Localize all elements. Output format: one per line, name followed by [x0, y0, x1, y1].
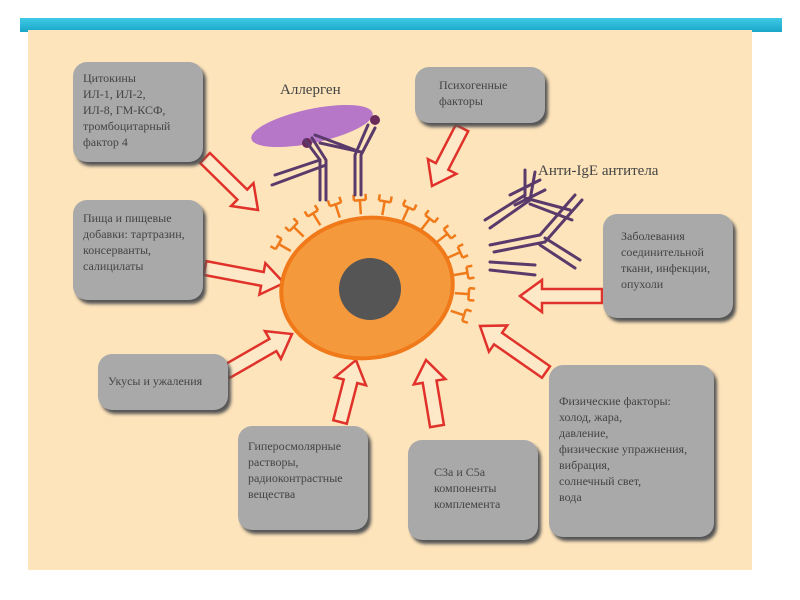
anti-ige-label: Анти-IgE антитела: [538, 163, 659, 179]
receptor: [269, 234, 292, 253]
arrow: [517, 277, 604, 315]
receptor: [450, 308, 472, 324]
arrow: [478, 324, 552, 380]
slide-top-bar: [20, 18, 782, 32]
receptor: [377, 194, 393, 216]
receptor: [326, 196, 343, 219]
receptor: [401, 199, 418, 221]
box-psychogenic: Психогенные факторы: [415, 67, 545, 123]
arrow: [331, 357, 369, 426]
receptor: [303, 204, 322, 226]
receptor: [454, 286, 476, 302]
receptor: [446, 243, 469, 260]
box-bites: Укусы и ужаления: [98, 354, 228, 410]
arrow: [220, 329, 294, 380]
box-diseases: Заболевания соединительной ткани, инфекц…: [603, 214, 733, 318]
allergen-label: Аллерген: [280, 82, 341, 98]
box-physical: Физические факторы: холод, жара, давлени…: [549, 365, 714, 537]
antibody: [488, 193, 584, 270]
box-hyperosmolar: Гиперосмолярные растворы, радиоконтрастн…: [238, 426, 368, 530]
antibody: [483, 168, 574, 230]
antibody: [313, 123, 377, 197]
receptor: [435, 224, 457, 244]
box-food: Пища и пищевые добавки: тартразин, консе…: [73, 200, 203, 300]
antibody: [270, 136, 328, 202]
box-cytokines: Цитокины ИЛ-1, ИЛ-2, ИЛ-8, ГМ-КСФ, тромб…: [73, 62, 203, 162]
receptor: [420, 209, 440, 231]
cell-nucleus: [339, 258, 401, 320]
box-complement: C3a и C5a компоненты комплемента: [408, 440, 538, 540]
receptor: [284, 217, 305, 238]
arrow: [426, 123, 470, 188]
receptor: [352, 193, 368, 215]
arrow: [202, 259, 287, 297]
arrow: [411, 357, 449, 429]
allergen-binding-dot: [370, 115, 380, 125]
allergen-shape: [251, 104, 373, 148]
antibody: [488, 178, 547, 277]
arrow: [198, 151, 260, 212]
receptor: [453, 264, 475, 280]
